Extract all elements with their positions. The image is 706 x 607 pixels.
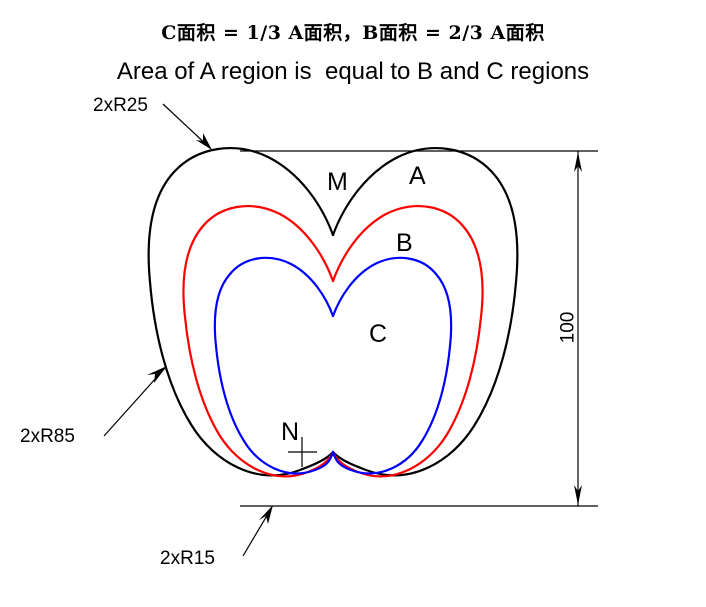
leader-r25-group xyxy=(162,103,212,150)
leader-label-r15: 2xR15 xyxy=(160,548,215,569)
leader-r85-group xyxy=(103,366,167,437)
outer-right-lobe xyxy=(331,147,519,477)
leader-arrow-r25 xyxy=(196,133,212,150)
height-dimension-group xyxy=(240,150,598,507)
center-crosshair-group xyxy=(288,437,317,467)
middle-left-lobe xyxy=(182,205,335,478)
leader-label-r85: 2xR85 xyxy=(20,426,75,447)
region-label-b: B xyxy=(396,229,413,257)
middle-right-lobe xyxy=(331,205,484,478)
dimension-arrow-bottom xyxy=(574,485,582,505)
leader-arrow-r85 xyxy=(147,366,167,383)
inner-right-lobe xyxy=(331,256,453,475)
leader-r15-group xyxy=(242,505,273,557)
leader-label-r25: 2xR25 xyxy=(93,95,148,116)
region-label-n: N xyxy=(281,418,300,446)
page-title-english: Area of A region is equal to B and C reg… xyxy=(116,58,590,85)
dimension-arrow-top xyxy=(574,152,582,172)
inner-left-lobe xyxy=(213,256,335,475)
leader-arrow-r15 xyxy=(259,505,273,524)
outer-left-lobe xyxy=(147,147,335,477)
region-label-a: A xyxy=(409,162,426,190)
leader-line-r25 xyxy=(162,103,211,149)
page-title-chinese: C面积 = 1/3 A面积，B面积 = 2/3 A面积 xyxy=(161,22,545,44)
inner-outline-group xyxy=(213,256,453,475)
middle-outline-group xyxy=(182,205,484,478)
dimension-value-100: 100 xyxy=(557,311,579,344)
region-label-c: C xyxy=(369,320,388,348)
outer-outline-group xyxy=(147,147,519,477)
region-label-m: M xyxy=(327,168,348,196)
